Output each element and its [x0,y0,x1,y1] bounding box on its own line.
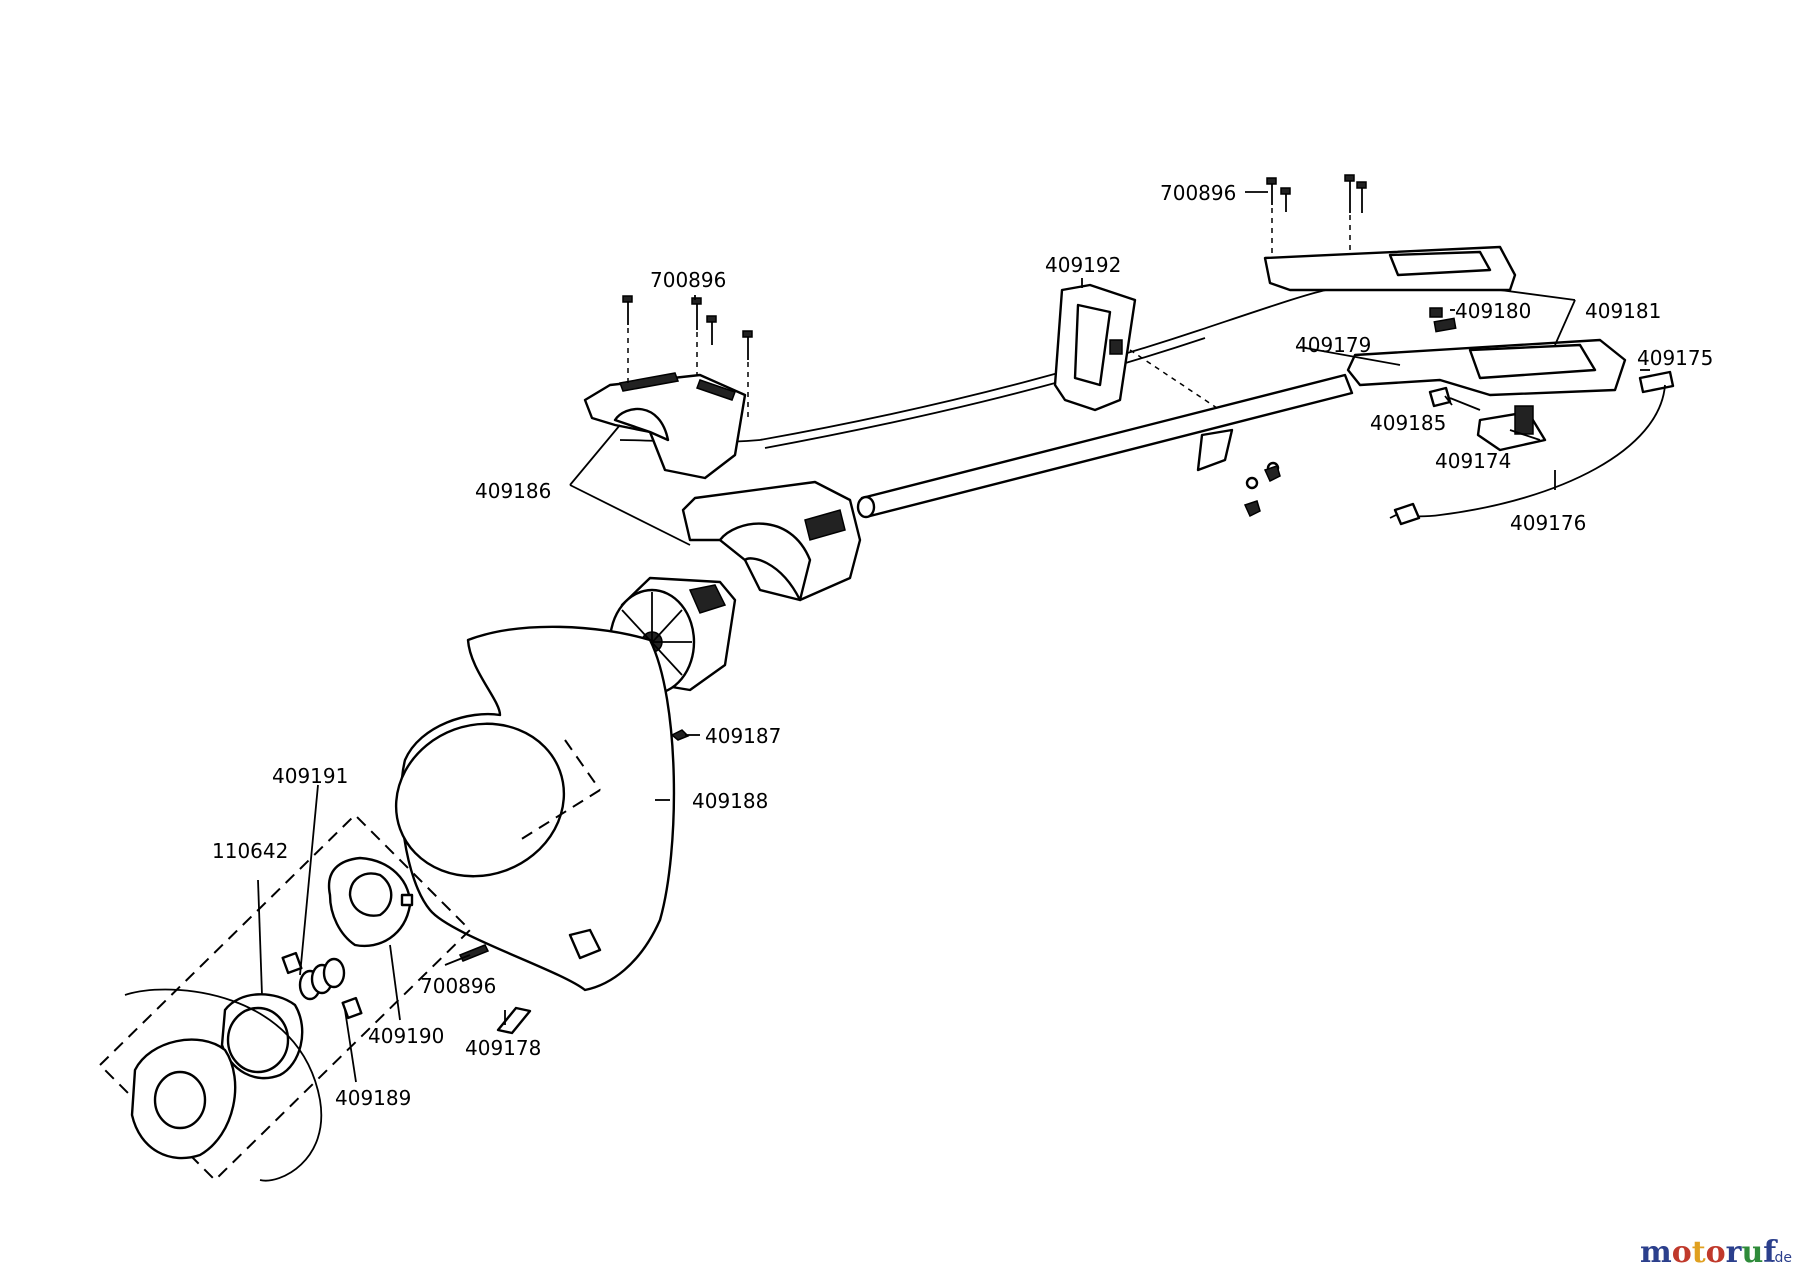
leader-lines [257,191,1650,1083]
logo-letter-f: f [1763,1235,1778,1270]
label-switch: 409174 [1435,449,1511,473]
logo-letter-o: o [1672,1235,1692,1270]
spring-coil [298,957,346,1001]
label-motor-housing: 409186 [475,479,551,503]
logo-letter-o2: o [1706,1235,1726,1270]
label-capacitor: 409185 [1370,411,1446,435]
logo-suffix: .de [1770,1250,1792,1266]
label-spring: 409191 [272,764,348,788]
label-handle-assembly: 409181 [1585,299,1661,323]
label-handle-grip: 409192 [1045,253,1121,277]
label-cord-clamp: 409179 [1295,333,1371,357]
logo-letter-t: t [1692,1235,1706,1270]
label-button: 409189 [335,1086,411,1110]
label-cable-grommet: 409175 [1637,346,1713,370]
handle-grip [1053,283,1221,412]
label-spool: 110642 [212,839,288,863]
blade [496,1006,532,1035]
motor-housing-base [681,480,862,602]
logo-letter-r: r [1726,1235,1743,1270]
guard [394,625,676,992]
motor-housing-cover [583,372,747,480]
screws-handle [1266,174,1367,255]
label-screw-right: 700896 [1160,181,1236,205]
logo-letter-u: u [1741,1235,1763,1270]
label-guard: 409188 [692,789,768,813]
logo-letter-m: m [1640,1235,1672,1270]
shaft-tube [619,286,1391,519]
screws-motor [622,295,753,420]
spool-assembly [98,813,472,1182]
label-screw-bottom: 700896 [420,974,496,998]
label-power-cord: 409176 [1510,511,1586,535]
label-switch-lever: 409180 [1455,299,1531,323]
label-screw-left: 700896 [650,268,726,292]
svg-text:motoruf: motoruf [1640,1235,1778,1270]
part-labels: 700896 409192 409180 409181 409179 40917… [212,181,1713,1110]
motoruf-logo: motoruf .de [1640,1235,1792,1270]
cord-clamp [1196,428,1281,518]
label-blade: 409178 [465,1036,541,1060]
switch-parts [1389,370,1675,526]
label-spool-housing: 409190 [368,1024,444,1048]
screw-bottom [458,944,490,962]
handle-assembly [1263,245,1627,397]
label-spring-clip: 409187 [705,724,781,748]
spring-clip [670,729,690,741]
